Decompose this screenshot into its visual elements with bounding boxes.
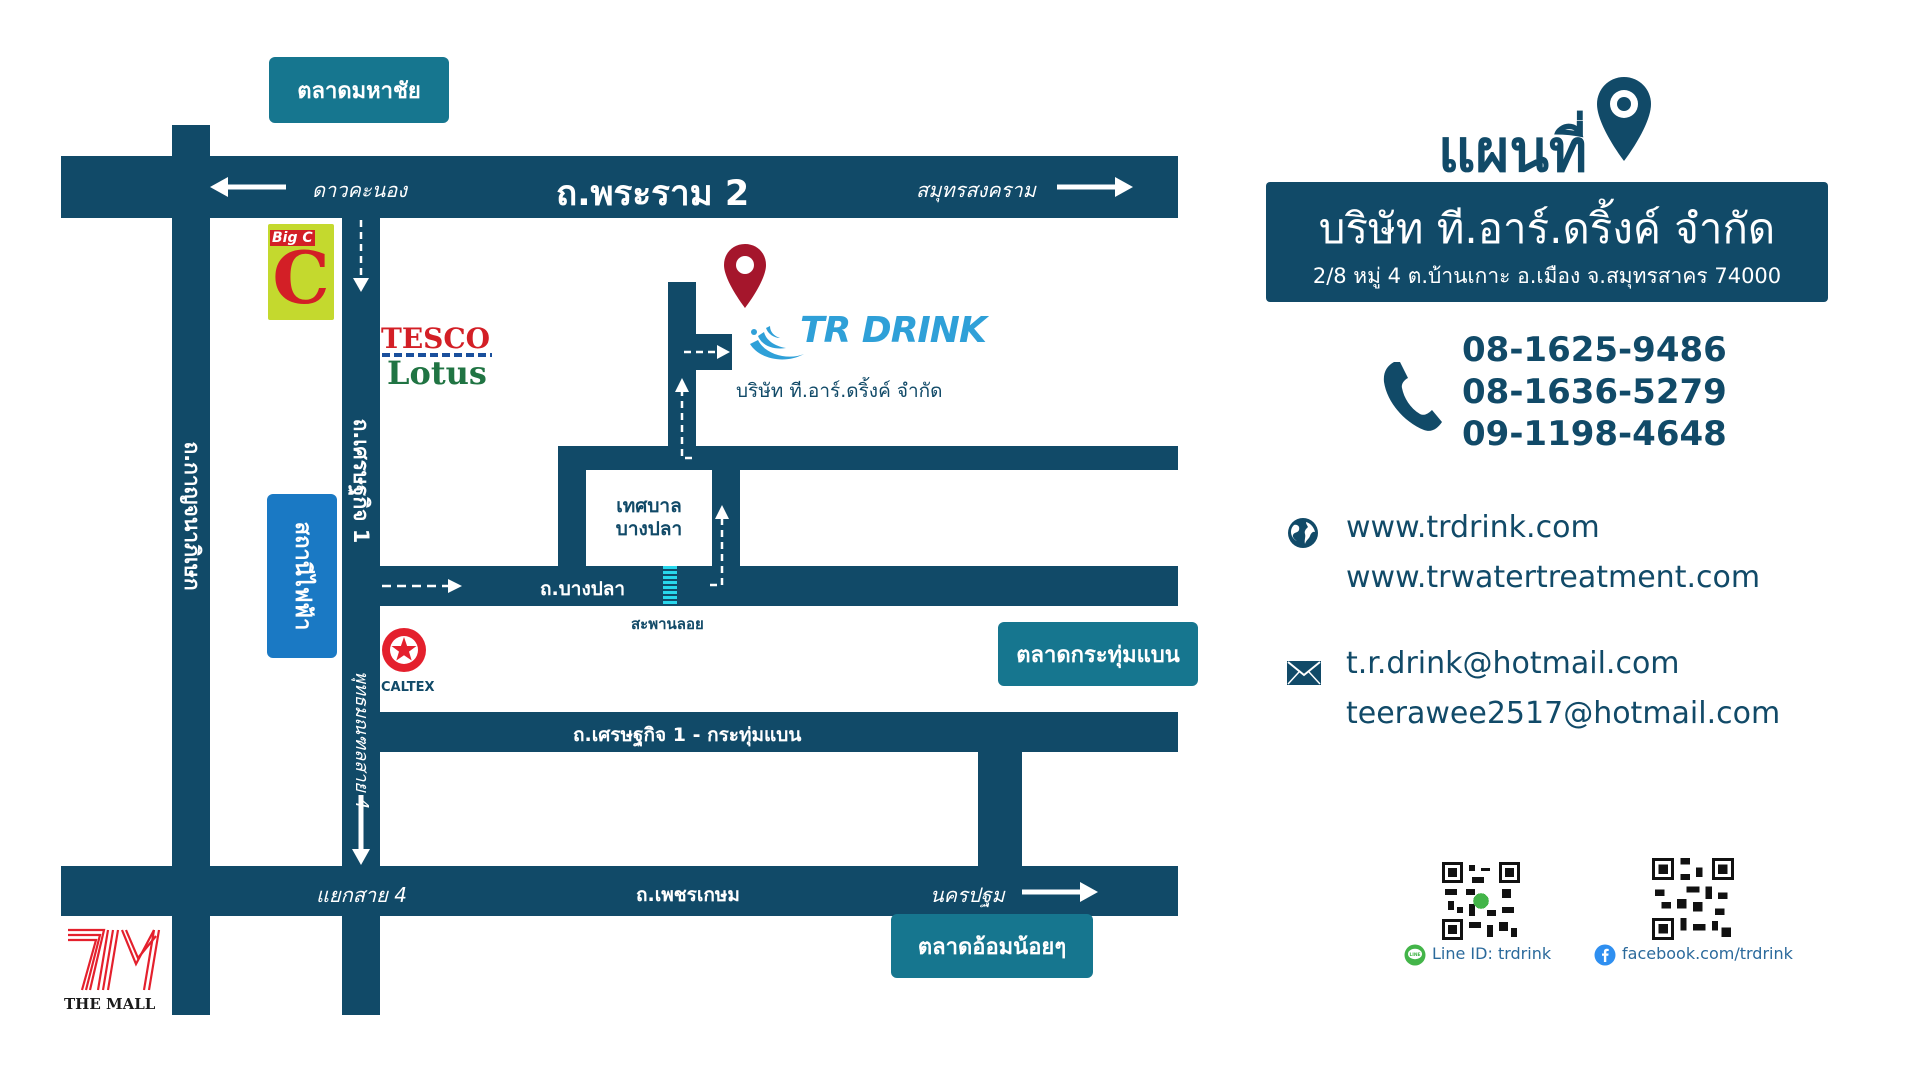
phone-number-1[interactable]: 08-1625-9486	[1462, 330, 1727, 370]
arrow-down-setthakit-bottom	[352, 795, 370, 865]
map-title: แผนที่	[1438, 117, 1588, 185]
direction-dao-khanong: ดาวคะนอง	[312, 178, 408, 202]
bigc-text: Big C	[270, 230, 315, 246]
company-banner: บริษัท ที.อาร์.ดริ้งค์ จำกัด 2/8 หมู่ 4 …	[1266, 182, 1828, 302]
bridge-label: สะพานลอย	[631, 615, 704, 633]
road-label-setthakit1: ถ.เศรษฐกิจ 1	[349, 418, 373, 544]
road-label-kanchanaphisek: ถ.กาญจนาภิเษก	[180, 441, 204, 591]
market-om-noi: ตลาดอ้อมน้อยๆ	[891, 914, 1093, 978]
line-qr-code[interactable]	[1442, 862, 1520, 940]
route-east-to-factory	[684, 345, 730, 359]
bigc-logo: C Big C	[268, 224, 334, 320]
company-address: 2/8 หมู่ 4 ต.บ้านเกาะ อ.เมือง จ.สมุทรสาค…	[1312, 264, 1782, 288]
substation-box	[267, 494, 337, 658]
phone-icon	[1383, 362, 1442, 431]
facebook-link[interactable]: facebook.com/trdrink	[1622, 944, 1793, 963]
arrow-east-rama2	[1057, 177, 1133, 197]
phone-number-3[interactable]: 09-1198-4648	[1462, 414, 1727, 454]
municipality-box: เทศบาล บางปลา	[586, 470, 712, 566]
themall-logo-icon	[68, 928, 161, 991]
route-up-to-factory	[675, 378, 692, 460]
trdrink-splash-icon	[750, 326, 804, 360]
arrow-east-bangpla-dashed	[382, 579, 462, 593]
road-label-phetkasem: ถ.เพชรเกษม	[636, 884, 740, 906]
email-icon	[1287, 661, 1321, 685]
road-kanchanaphisek	[172, 125, 210, 1015]
road-setthakit1	[342, 218, 380, 1015]
website-link-1[interactable]: www.trdrink.com	[1346, 510, 1600, 545]
road-label-setthakit-krathumbaen: ถ.เศรษฐกิจ 1 - กระทุ่มแบน	[573, 724, 802, 746]
direction-samut-songkhram: สมุทรสงคราม	[916, 178, 1036, 202]
direction-yaek-sai4: แยกสาย 4	[316, 883, 407, 907]
substation-label: สถานีไฟฟ้า	[290, 521, 315, 631]
website-link-2[interactable]: www.trwatertreatment.com	[1346, 560, 1761, 595]
road-phetkasem	[61, 866, 1178, 916]
market-mahachai: ตลาดมหาชัย	[269, 57, 449, 123]
tesco-text: TESCO	[381, 322, 491, 355]
road-upper-branch	[558, 446, 1178, 470]
factory-location-pin-icon	[724, 244, 766, 308]
location-pin-icon	[1597, 77, 1651, 161]
svg-text:LINE: LINE	[1409, 952, 1420, 958]
road-branch-right-vertical	[712, 446, 740, 570]
caltex-star-icon	[382, 628, 426, 672]
arrow-down-setthakit-top	[353, 220, 369, 292]
road-label-rama2: ถ.พระราม 2	[556, 174, 750, 214]
facebook-icon	[1594, 944, 1616, 966]
arrow-west-rama2	[210, 177, 286, 197]
road-label-bangpla: ถ.บางปลา	[540, 578, 626, 600]
direction-nakhon-pathom: นครปฐม	[930, 883, 1005, 907]
themall-text: THE MALL	[64, 995, 156, 1013]
caltex-text: CALTEX	[381, 680, 435, 695]
road-branch-left-vertical	[558, 446, 586, 570]
tesco-stripes	[382, 353, 492, 357]
factory-company-label: บริษัท ที.อาร์.ดริ้งค์ จำกัด	[736, 380, 943, 402]
road-setthakit-krathumbaen	[380, 712, 1178, 752]
bigc-c-letter: C	[272, 235, 330, 320]
line-id-text[interactable]: Line ID: trdrink	[1432, 944, 1552, 963]
trdrink-logo-text: TR DRINK	[800, 310, 987, 351]
globe-icon	[1288, 518, 1318, 548]
phone-number-2[interactable]: 08-1636-5279	[1462, 372, 1727, 412]
road-om-noi-link	[978, 752, 1022, 868]
line-icon: LINE	[1404, 944, 1426, 966]
lotus-text: Lotus	[387, 354, 487, 392]
company-name: บริษัท ที.อาร์.ดริ้งค์ จำกัด	[1318, 204, 1776, 253]
market-krathumbaen: ตลาดกระทุ่มแบน	[998, 622, 1198, 686]
facebook-qr-code[interactable]	[1652, 858, 1734, 940]
arrow-east-phetkasem	[1022, 882, 1098, 902]
email-link-1[interactable]: t.r.drink@hotmail.com	[1346, 646, 1680, 681]
bridge-mark	[663, 566, 677, 606]
municipality-label: เทศบาล บางปลา	[615, 495, 683, 540]
road-bangpla	[380, 566, 1178, 606]
email-link-2[interactable]: teerawee2517@hotmail.com	[1346, 696, 1781, 731]
route-up-to-branch	[710, 505, 729, 587]
